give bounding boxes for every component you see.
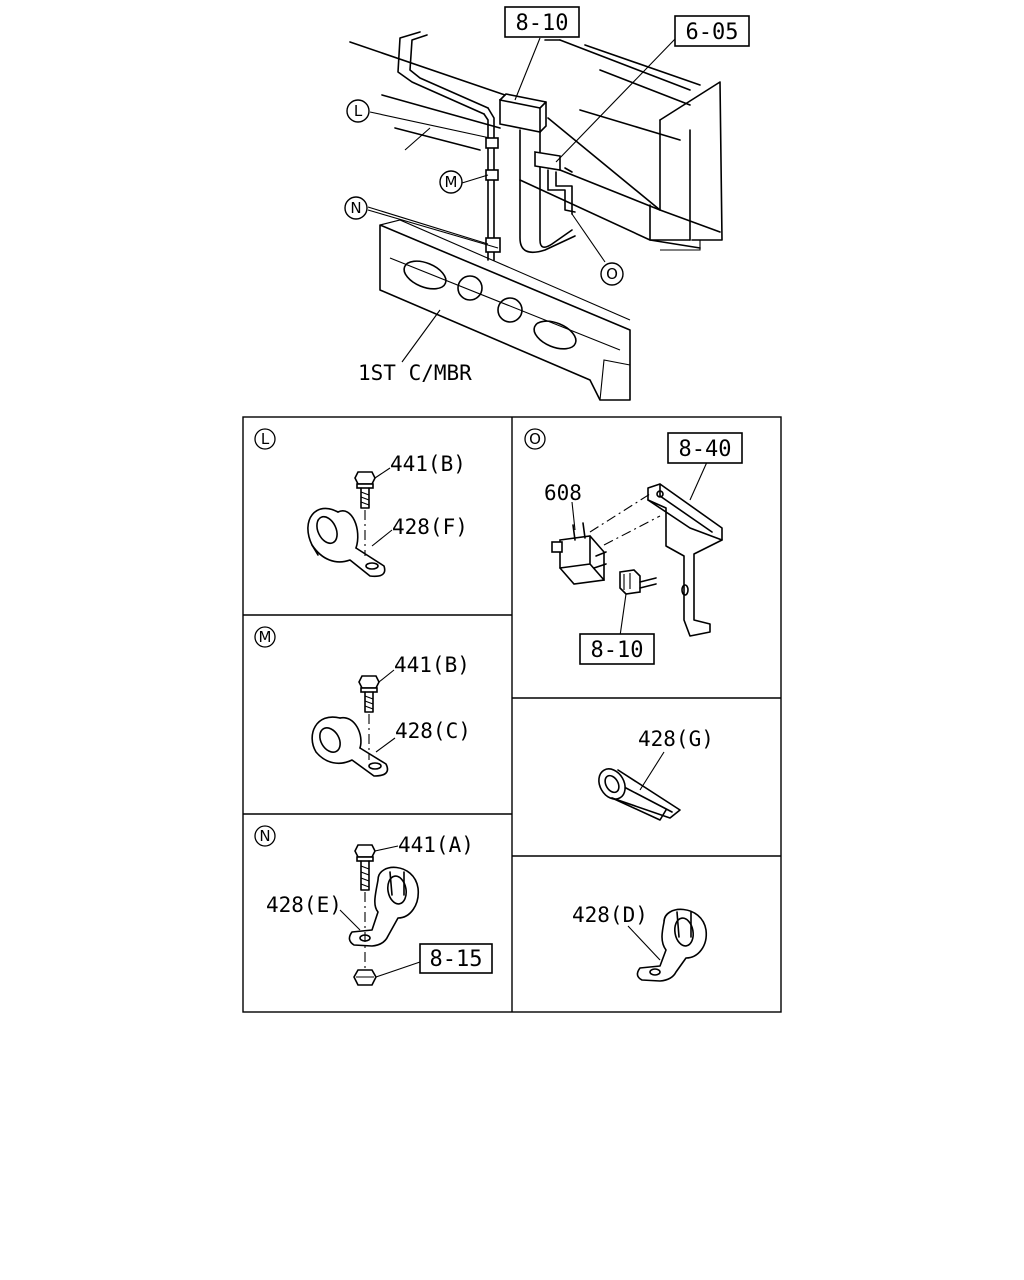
svg-text:M: M xyxy=(259,628,272,646)
panel-d-clamp-label: 428(D) xyxy=(572,903,648,927)
callout-l: L xyxy=(346,99,370,123)
svg-text:8-15: 8-15 xyxy=(430,947,483,972)
hose-line xyxy=(397,31,495,261)
switch-6-05 xyxy=(534,151,576,215)
panel-n-bolt-label: 441(A) xyxy=(398,833,474,857)
panel-l-tag: L xyxy=(254,428,276,450)
svg-text:8-10: 8-10 xyxy=(516,11,569,36)
detail-panels-grid xyxy=(242,416,782,1013)
bolt-441a-icon xyxy=(354,844,376,968)
ref-box-8-10-connector: 8-10 xyxy=(579,633,655,665)
panel-o-part-label: 608 xyxy=(544,481,582,505)
svg-text:N: N xyxy=(350,199,361,217)
svg-text:O: O xyxy=(606,265,618,283)
svg-text:6-05: 6-05 xyxy=(686,20,739,45)
svg-text:8-40: 8-40 xyxy=(679,437,732,462)
panel-l: L 441(B) 428(F) xyxy=(254,428,468,578)
bolt-441b-icon xyxy=(354,471,376,556)
svg-text:O: O xyxy=(529,430,541,448)
clamp-428d-icon xyxy=(636,908,708,982)
svg-text:N: N xyxy=(259,827,270,845)
clamp-428e-icon xyxy=(348,866,420,947)
panel-n-tag: N xyxy=(254,825,276,847)
svg-text:L: L xyxy=(261,430,270,448)
bracket-8-40-icon xyxy=(647,483,723,637)
panel-n-clamp-label: 428(E) xyxy=(266,893,342,917)
clamp-428f-icon xyxy=(307,507,386,578)
ref-box-6-05: 6-05 xyxy=(674,15,750,47)
svg-text:M: M xyxy=(445,173,458,191)
panel-m-tag: M xyxy=(254,626,276,648)
module-8-10 xyxy=(499,93,576,254)
panel-o-tag: O xyxy=(524,428,546,450)
panel-m: M 441(B) 428(C) xyxy=(254,626,471,777)
svg-text:8-10: 8-10 xyxy=(591,638,644,663)
bolt-441b-icon xyxy=(358,675,380,760)
panel-n: N 441(A) 428(E) 8-15 xyxy=(254,825,493,986)
callout-m: M xyxy=(439,170,463,194)
switch-608-icon xyxy=(551,522,607,585)
ref-box-8-15: 8-15 xyxy=(419,943,493,974)
frame-rail xyxy=(349,39,723,251)
panel-d: 428(D) xyxy=(572,903,708,982)
first-crossmember xyxy=(379,219,631,401)
nut-8-15-icon xyxy=(353,969,377,986)
clamp-428g-icon xyxy=(598,768,681,821)
panel-o: O 608 8-40 xyxy=(524,428,743,665)
callout-n: N xyxy=(344,196,368,220)
svg-text:L: L xyxy=(354,102,363,120)
clamp-428c-icon xyxy=(311,716,389,777)
panel-g: 428(G) xyxy=(598,727,714,821)
panel-l-bolt-label: 441(B) xyxy=(390,452,466,476)
panel-g-clamp-label: 428(G) xyxy=(638,727,714,751)
ref-box-8-40: 8-40 xyxy=(667,432,743,464)
panel-m-bolt-label: 441(B) xyxy=(394,653,470,677)
callout-o: O xyxy=(600,262,624,286)
main-leaders xyxy=(367,37,677,363)
panel-l-clamp-label: 428(F) xyxy=(392,515,468,539)
connector-8-10-icon xyxy=(619,569,657,595)
crossmember-label: 1ST C/MBR xyxy=(358,361,472,385)
panel-m-clamp-label: 428(C) xyxy=(395,719,471,743)
main-assembly-view: 8-10 6-05 L M N O 1ST C/MBR xyxy=(344,6,750,401)
ref-box-8-10: 8-10 xyxy=(504,6,580,38)
